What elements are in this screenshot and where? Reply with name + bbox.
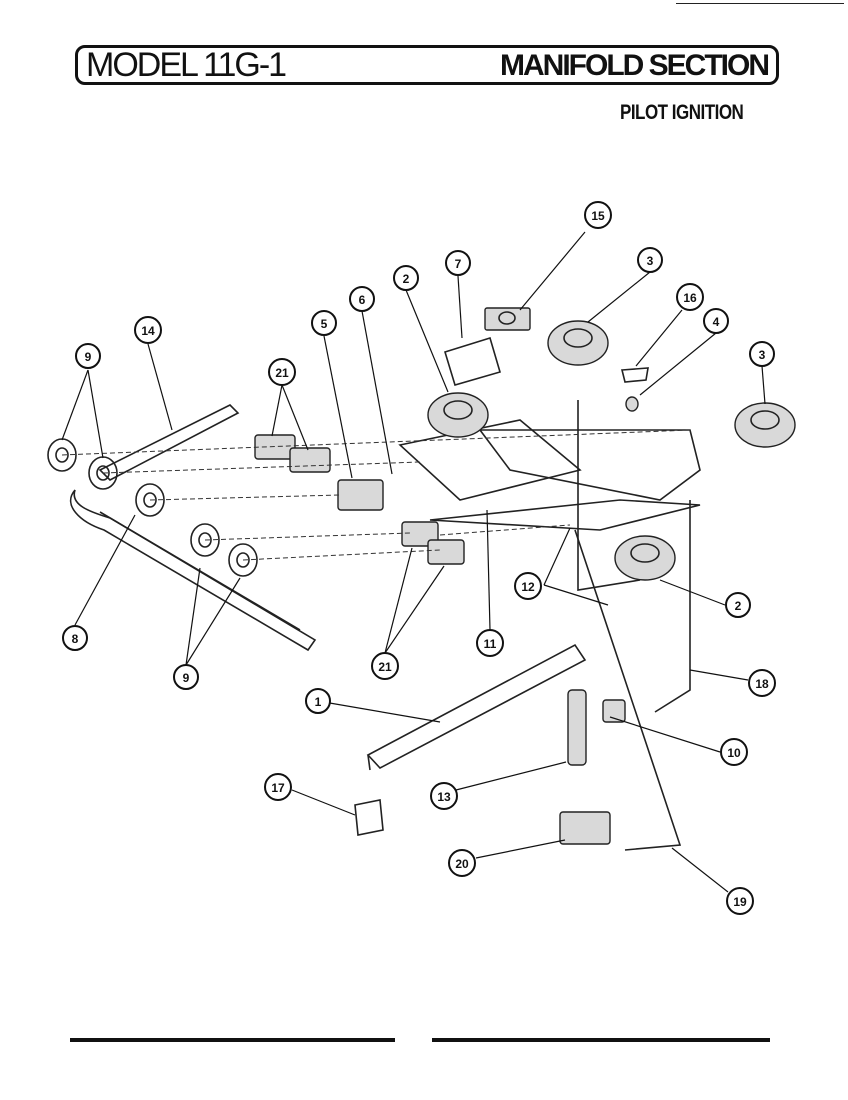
manifold-bracket (366, 643, 587, 771)
svg-text:5: 5 (321, 317, 328, 331)
svg-text:2: 2 (403, 272, 410, 286)
callout-3a: 3 (637, 247, 663, 273)
svg-text:12: 12 (521, 580, 535, 594)
callout-3b: 3 (749, 341, 775, 367)
callout-8: 8 (62, 625, 88, 651)
mounting-bracket (354, 799, 384, 836)
callout-21a: 21 (268, 358, 296, 386)
svg-text:19: 19 (733, 895, 747, 909)
top-edge-rule (676, 3, 844, 4)
callout-7: 7 (445, 250, 471, 276)
svg-text:18: 18 (755, 677, 769, 691)
alignment-lines (61, 429, 691, 561)
callout-19: 19 (726, 887, 754, 915)
section-subtitle: PILOT IGNITION (620, 100, 744, 124)
burner-valve-upper (254, 434, 331, 473)
pilot-fitting (602, 699, 626, 723)
footer-rule-left (70, 1038, 395, 1042)
callout-18: 18 (748, 669, 776, 697)
callout-16: 16 (676, 283, 704, 311)
svg-text:1: 1 (315, 695, 322, 709)
callout-15: 15 (584, 201, 612, 229)
svg-text:2: 2 (735, 599, 742, 613)
callout-17: 17 (264, 773, 292, 801)
callout-14: 14 (134, 316, 162, 344)
burner-orifice-caps (47, 438, 258, 577)
gas-regulator (567, 689, 587, 766)
pilot-tubing (574, 400, 691, 851)
svg-text:10: 10 (727, 746, 741, 760)
svg-text:15: 15 (591, 209, 605, 223)
callout-13: 13 (430, 782, 458, 810)
svg-text:6: 6 (359, 293, 366, 307)
callout-1: 1 (305, 688, 331, 714)
section-title: MANIFOLD SECTION (500, 49, 770, 82)
svg-text:13: 13 (437, 790, 451, 804)
callout-2b: 2 (725, 592, 751, 618)
svg-text:3: 3 (759, 348, 766, 362)
svg-text:17: 17 (271, 781, 285, 795)
svg-text:7: 7 (455, 257, 462, 271)
svg-text:4: 4 (713, 315, 720, 329)
callout-5: 5 (311, 310, 337, 336)
svg-text:9: 9 (85, 350, 92, 364)
callout-20: 20 (448, 849, 476, 877)
svg-text:8: 8 (72, 632, 79, 646)
callout-leaders (61, 231, 766, 893)
svg-text:11: 11 (484, 637, 497, 651)
pilot-supply-pipe (98, 404, 240, 481)
top-burners (427, 320, 796, 581)
callout-10: 10 (720, 738, 748, 766)
svg-text:14: 14 (141, 324, 155, 338)
callout-2a: 2 (393, 265, 419, 291)
oven-thermostat (559, 811, 611, 845)
model-title: MODEL 11G-1 (86, 46, 287, 84)
callout-6: 6 (349, 286, 375, 312)
callout-21b: 21 (371, 652, 399, 680)
manifold-pipe (69, 489, 317, 652)
title-banner: MODEL 11G-1 MANIFOLD SECTION (75, 45, 779, 85)
svg-text:9: 9 (183, 671, 190, 685)
svg-text:3: 3 (647, 254, 654, 268)
svg-text:20: 20 (455, 857, 469, 871)
callout-11: 11 (476, 629, 504, 657)
callout-4: 4 (703, 308, 729, 334)
svg-text:16: 16 (683, 291, 697, 305)
pilot-clip-and-nut (620, 367, 649, 412)
callout-9a: 9 (75, 343, 101, 369)
pilot-valve (337, 479, 384, 511)
callout-12: 12 (514, 572, 542, 600)
burner-tray (398, 419, 701, 531)
svg-text:21: 21 (275, 366, 289, 380)
pilot-assembly (444, 307, 531, 386)
burner-valve-lower (401, 521, 465, 565)
callout-9b: 9 (173, 664, 199, 690)
svg-text:21: 21 (378, 660, 392, 674)
footer-rule-right (432, 1038, 770, 1042)
